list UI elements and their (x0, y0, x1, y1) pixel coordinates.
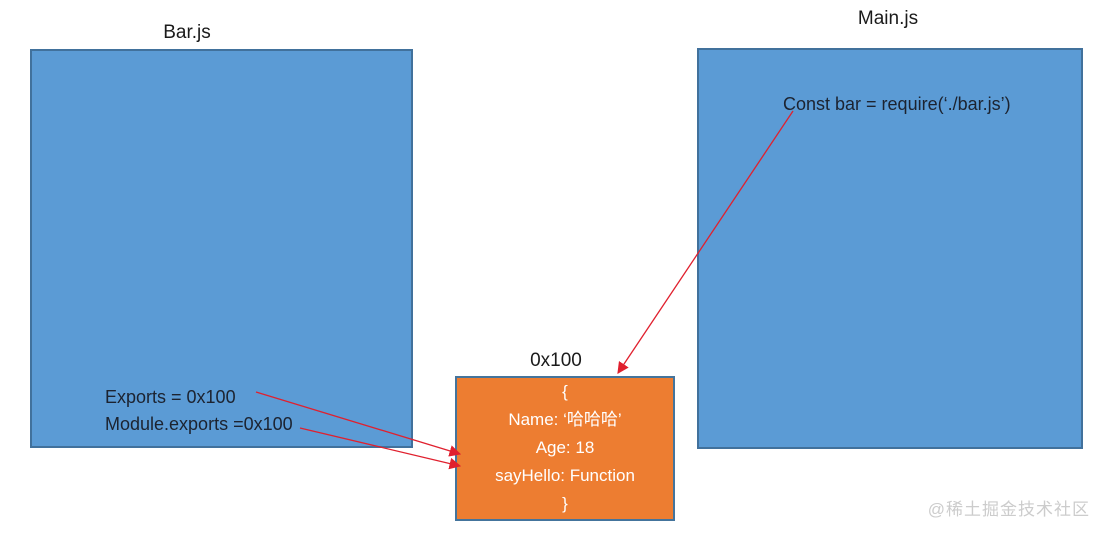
object-address-title: 0x100 (530, 350, 582, 371)
exported-object-box (455, 376, 675, 521)
bar-js-code-line-exports: Exports = 0x100 (105, 387, 236, 407)
bar-js-title: Bar.js (163, 22, 211, 43)
bar-js-code: Exports = 0x100 Module.exports =0x100 (105, 384, 293, 438)
exported-object-literal: { Name: ‘哈哈哈’ Age: 18 sayHello: Function… (455, 378, 675, 518)
bar-js-code-line-module-exports: Module.exports =0x100 (105, 414, 293, 434)
object-line-age: Age: 18 (535, 438, 595, 457)
object-line-close-brace: } (562, 494, 568, 513)
main-js-code: Const bar = require(‘./bar.js’) (783, 94, 1011, 114)
object-line-open-brace: { (562, 382, 568, 401)
object-line-name: Name: ‘哈哈哈’ (508, 410, 622, 429)
object-line-sayhello: sayHello: Function (495, 466, 635, 485)
bar-js-module-box (30, 49, 413, 448)
main-js-title: Main.js (857, 8, 919, 29)
watermark: @稀土掘金技术社区 (927, 500, 1090, 519)
